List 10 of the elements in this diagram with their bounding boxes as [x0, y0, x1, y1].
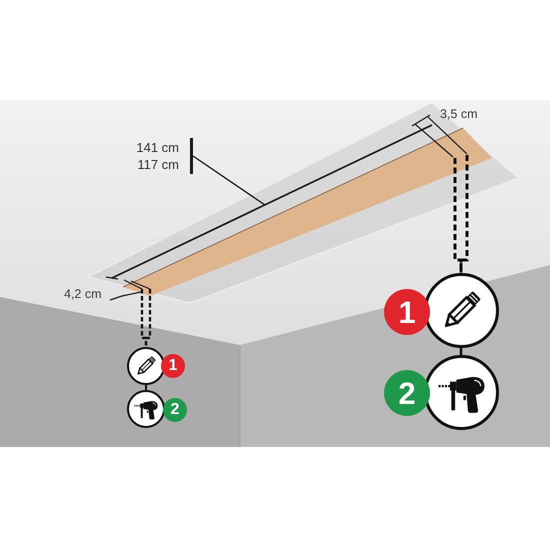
dimension-label: 4,2 cm [64, 287, 102, 302]
dimension-label: 3,5 cm [440, 107, 478, 122]
connector-line [460, 348, 462, 355]
leader-line [192, 155, 266, 206]
dimension-value: 141 cm [135, 139, 179, 156]
dashed-connector [144, 289, 152, 347]
dimension-value: 117 cm [136, 156, 179, 173]
dashed-connector [454, 158, 462, 273]
connector-line [145, 385, 147, 390]
dashed-connector [460, 155, 468, 273]
